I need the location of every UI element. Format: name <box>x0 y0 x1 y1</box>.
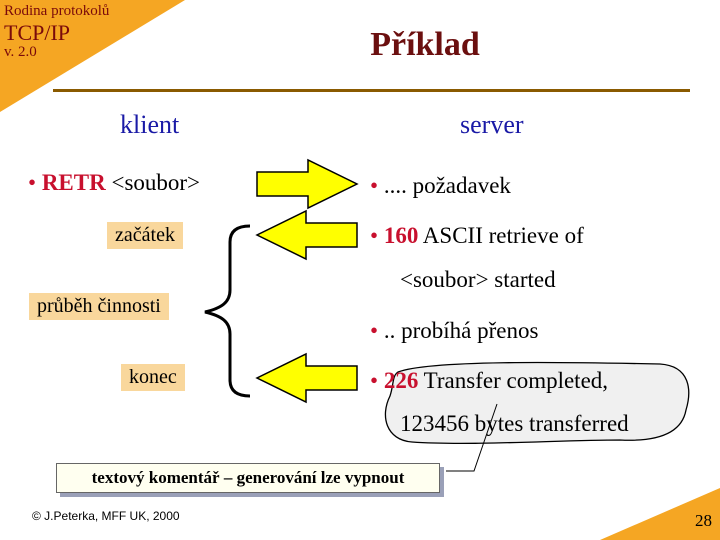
response-text-226: Transfer completed, <box>418 368 609 393</box>
comment-box: textový komentář – generování lze vypnou… <box>56 463 440 493</box>
command-keyword: RETR <box>41 170 106 195</box>
bullet: • <box>370 368 379 393</box>
server-progress-text: .. probíhá přenos <box>383 318 539 343</box>
header-topic: TCP/IP <box>4 20 71 45</box>
slide-title: Příklad <box>370 26 480 63</box>
corner-decoration-top-left <box>0 0 185 112</box>
command-argument: <soubor> <box>105 170 201 195</box>
column-heading-server: server <box>460 110 524 139</box>
label-end: konec <box>121 364 185 391</box>
server-response-start: • 160 ASCII retrieve of <box>370 223 584 249</box>
label-start: začátek <box>107 222 183 249</box>
response-text-160: ASCII retrieve of <box>418 223 584 248</box>
arrow-left-start <box>255 209 358 261</box>
bullet: • <box>370 223 379 248</box>
header-course-name: Rodina protokolů <box>4 3 110 19</box>
label-progress: průběh činnosti <box>29 293 169 320</box>
bullet: • <box>28 170 37 195</box>
page-number: 28 <box>695 511 712 530</box>
arrow-right-request <box>256 158 359 210</box>
bullet: • <box>370 318 379 343</box>
arrow-left-end <box>255 352 358 404</box>
bullet: • <box>370 173 379 198</box>
server-response-end-cont: 123456 bytes transferred <box>400 411 629 436</box>
server-response-start-cont: <soubor> started <box>400 267 556 292</box>
client-command: • RETR <soubor> <box>28 170 200 196</box>
server-response-end: • 226 Transfer completed, <box>370 368 608 394</box>
brace <box>204 224 251 398</box>
server-progress-line: • .. probíhá přenos <box>370 318 538 344</box>
server-request-text: .... požadavek <box>383 173 511 198</box>
corner-decoration-bottom-right <box>600 488 720 540</box>
response-code-226: 226 <box>383 368 419 393</box>
header-version: v. 2.0 <box>4 44 37 60</box>
copyright-footer: © J.Peterka, MFF UK, 2000 <box>32 509 180 523</box>
server-request-line: • .... požadavek <box>370 173 511 199</box>
response-code-160: 160 <box>383 223 419 248</box>
callout-pointer <box>446 403 498 472</box>
column-heading-client: klient <box>120 110 180 139</box>
title-divider <box>53 89 690 92</box>
callout-outline <box>384 361 690 445</box>
